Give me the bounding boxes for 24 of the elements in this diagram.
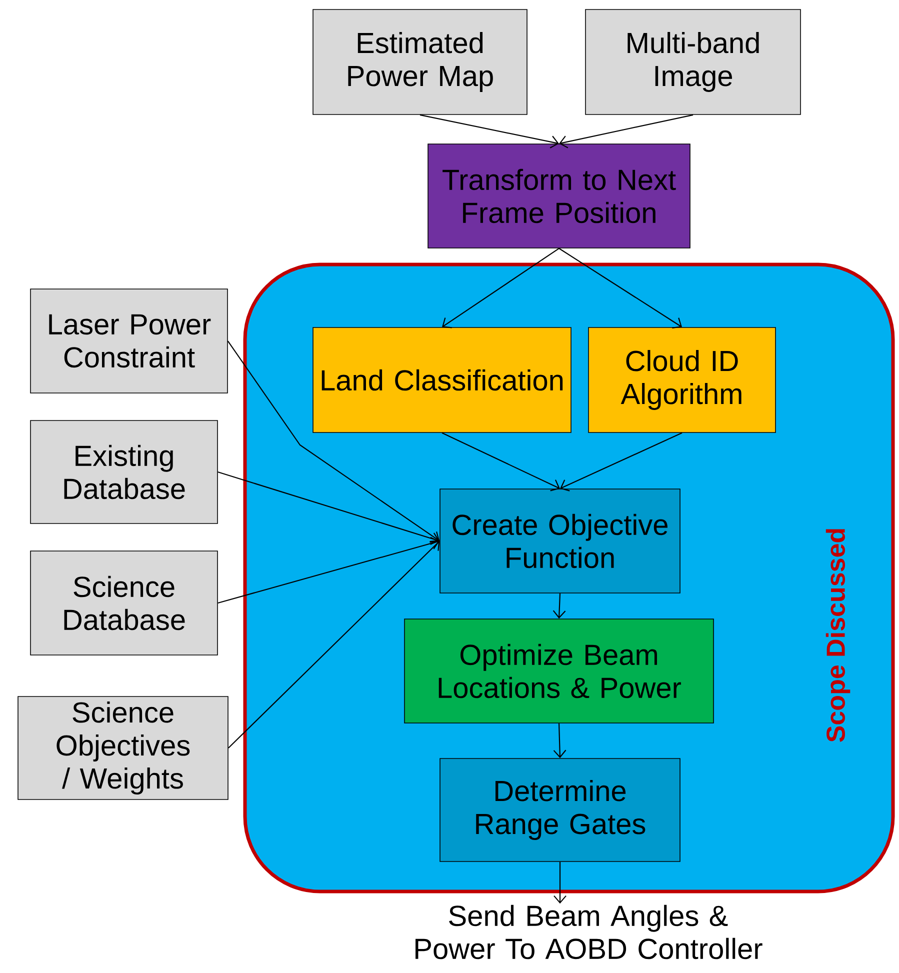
process-box: Create Objective Function [440, 488, 680, 594]
input-box: Multi-band Image [585, 9, 801, 115]
input-box: Existing Database [30, 420, 218, 524]
input-box: Laser Power Constraint [30, 288, 228, 394]
arrow [558, 248, 682, 328]
arrow [442, 248, 560, 328]
arrow [553, 723, 566, 758]
arrow [559, 114, 694, 148]
input-box: Science Database [30, 550, 218, 656]
arrow [420, 114, 559, 148]
input-box: Science Objectives / Weights [18, 696, 228, 800]
process-box: Optimize Beam Locations & Power [404, 618, 714, 724]
arrow [218, 471, 440, 545]
input-box: Estimated Power Map [312, 9, 528, 115]
arrow [442, 432, 560, 492]
process-box: Land Classification [312, 327, 572, 433]
process-box: Cloud ID Algorithm [588, 327, 776, 433]
arrow [218, 536, 440, 604]
arrow [552, 593, 566, 619]
process-box: Transform to Next Frame Position [428, 144, 690, 248]
arrow [560, 432, 682, 492]
process-box: Determine Range Gates [440, 758, 680, 862]
arrow [554, 862, 566, 904]
output-text: Send Beam Angles & Power To AOBD Controller [416, 904, 762, 960]
